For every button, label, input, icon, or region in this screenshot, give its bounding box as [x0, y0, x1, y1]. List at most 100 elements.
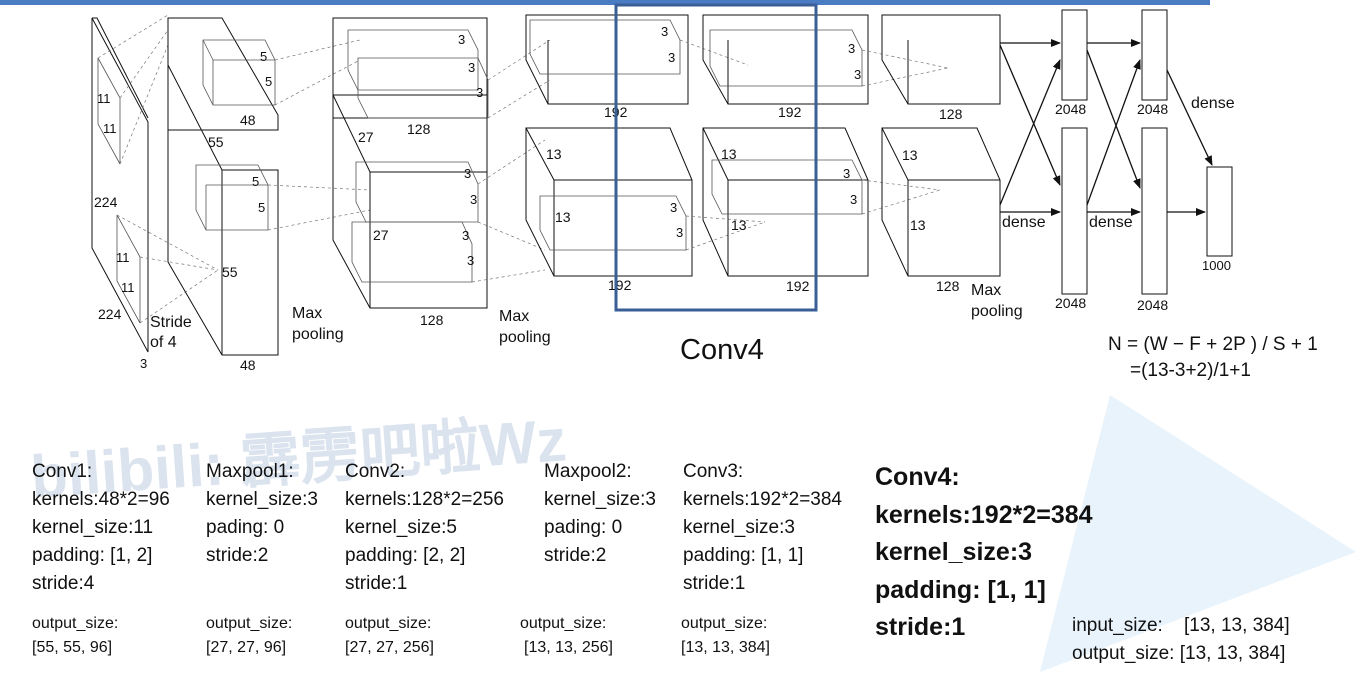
conv3-size-label: 13: [555, 209, 571, 225]
conv2-depth-top: 128: [407, 121, 431, 137]
fc1-top-label: 2048: [1055, 101, 1086, 117]
conv4-size-label: 13: [731, 217, 747, 233]
maxpool1-label-line: Max: [292, 305, 322, 322]
conv4-size-label: 13: [721, 146, 737, 162]
conv4-highlight-box: [614, 3, 818, 312]
fc2-bottom-label: 2048: [1137, 297, 1168, 313]
info-line: Maxpool1:: [206, 461, 294, 482]
info-line: padding: [1, 1]: [875, 575, 1046, 604]
input-size-row: input_size: [13, 13, 384]: [1072, 612, 1290, 640]
input-kernel-label: 11: [103, 121, 117, 136]
info-line: kernel_size:3: [544, 489, 656, 510]
maxpool2-info: Maxpool2: kernel_size:3 pading: 0 stride…: [520, 458, 656, 660]
fc1-bottom-block: [1061, 127, 1088, 295]
conv1-kernel-label: 5: [252, 174, 259, 189]
input-height-label: 224: [94, 194, 118, 210]
conv3-kernel-label: 3: [668, 50, 675, 65]
fc2-top-block: [1141, 9, 1168, 101]
conv3-kernel-label: 3: [670, 200, 677, 215]
output-size-value: [55, 55, 96]: [32, 639, 113, 656]
stride-label: Stride: [150, 314, 192, 331]
alexnet-diagram: 224 224 3 11 11 11 11 Stride of 4 5 5 5 …: [91, 3, 1235, 373]
conv4-size-info: input_size: [13, 13, 384]output_size: [1…: [1072, 612, 1290, 668]
conv1-kernel-label: 5: [265, 74, 272, 89]
input-kernel-label: 11: [116, 250, 130, 265]
output-size-value: [27, 27, 256]: [345, 639, 434, 656]
info-line: Conv4:: [875, 463, 960, 491]
conv4-kernel-label: 3: [848, 41, 855, 56]
conv1-kernel-label: 5: [260, 49, 267, 64]
output-size-formula: N = (W − F + 2P ) / S + 1 =(13-3+2)/1+1: [1108, 332, 1318, 384]
formula-line: =(13-3+2)/1+1: [1130, 360, 1251, 381]
dense-label: dense: [1089, 214, 1133, 231]
fc2-top-label: 2048: [1137, 101, 1168, 117]
maxpool2-label-line: Max: [499, 308, 529, 325]
input-volume: [91, 14, 219, 353]
conv4-kernel-label: 3: [854, 67, 861, 82]
fc1-bottom-label: 2048: [1055, 295, 1086, 311]
conv5-size-label: 13: [910, 217, 926, 233]
output-size-row: output_size: [13, 13, 384]: [1072, 640, 1290, 668]
input-size-value: [13, 13, 384]: [1183, 615, 1290, 636]
conv1-size-label: 55: [208, 134, 224, 150]
formula-line: N = (W − F + 2P ) / S + 1: [1108, 334, 1318, 355]
dense-label: dense: [1191, 95, 1235, 112]
conv2-volume: [332, 17, 551, 309]
conv4-kernel-label: 3: [850, 192, 857, 207]
maxpool2-label-line: pooling: [499, 329, 551, 346]
dense-label: dense: [1002, 214, 1046, 231]
input-kernel-label: 11: [97, 91, 111, 106]
conv3-size-label: 13: [546, 146, 562, 162]
output-size-label: output_size:: [1072, 643, 1175, 664]
conv2-size-label: 27: [373, 227, 389, 243]
info-line: Conv2:: [345, 461, 406, 482]
info-line: stride:2: [544, 545, 607, 566]
conv4-volume: [702, 14, 949, 277]
info-line: kernel_size:3: [206, 489, 318, 510]
conv2-info: Conv2: kernels:128*2=256 kernel_size:5 p…: [345, 458, 504, 660]
info-line: kernel_size:5: [345, 517, 457, 538]
conv2-kernel-label: 3: [464, 166, 471, 181]
input-size-label: input_size:: [1072, 615, 1163, 636]
info-line: Conv1:: [32, 461, 93, 482]
output-size-value: [13, 13, 256]: [524, 639, 613, 656]
info-line: kernels:48*2=96: [32, 489, 170, 510]
conv3-volume: [525, 14, 766, 277]
section-title: Conv4: [680, 334, 764, 366]
conv1-kernel-label: 5: [258, 200, 265, 215]
conv5-depth-bottom: 128: [936, 278, 960, 294]
conv2-kernel-label: 3: [467, 253, 474, 268]
info-line: stride:4: [32, 573, 95, 594]
conv2-kernel-label: 3: [468, 60, 475, 75]
output-size-label: output_size:: [206, 615, 293, 632]
maxpool3-label-line: Max: [971, 282, 1001, 299]
conv5-volume: [881, 14, 1001, 277]
conv4-depth-bottom: 192: [786, 278, 810, 294]
maxpool1-label: Max pooling: [292, 305, 344, 343]
conv5-depth-top: 128: [939, 106, 963, 122]
info-line: kernels:192*2=384: [683, 489, 842, 510]
conv2-depth-bottom: 128: [420, 312, 444, 328]
info-line: kernel_size:3: [683, 517, 795, 538]
conv2-kernel-label: 3: [476, 85, 483, 100]
conv2-size-label: 27: [358, 129, 374, 145]
output-size-label: output_size:: [520, 615, 607, 632]
info-line: kernel_size:3: [875, 538, 1033, 566]
maxpool1-info: Maxpool1: kernel_size:3 pading: 0 stride…: [206, 458, 318, 660]
info-line: Conv3:: [683, 461, 744, 482]
fc-output-label: 1000: [1202, 258, 1231, 273]
conv3-depth-bottom: 192: [608, 277, 632, 293]
input-channel-label: 3: [140, 356, 147, 371]
info-line: pading: 0: [544, 517, 623, 538]
info-line: padding: [2, 2]: [345, 545, 466, 566]
output-size-value: [13, 13, 384]: [681, 639, 770, 656]
conv1-volume: [167, 17, 371, 356]
info-line: stride:1: [345, 573, 408, 594]
conv1-depth-bottom: 48: [240, 357, 256, 373]
fc-layers: [999, 9, 1233, 295]
output-size-label: output_size:: [32, 615, 119, 632]
fc-output-block: [1206, 166, 1233, 257]
output-size-value: [27, 27, 96]: [206, 639, 287, 656]
maxpool3-label: Max pooling: [971, 282, 1023, 320]
